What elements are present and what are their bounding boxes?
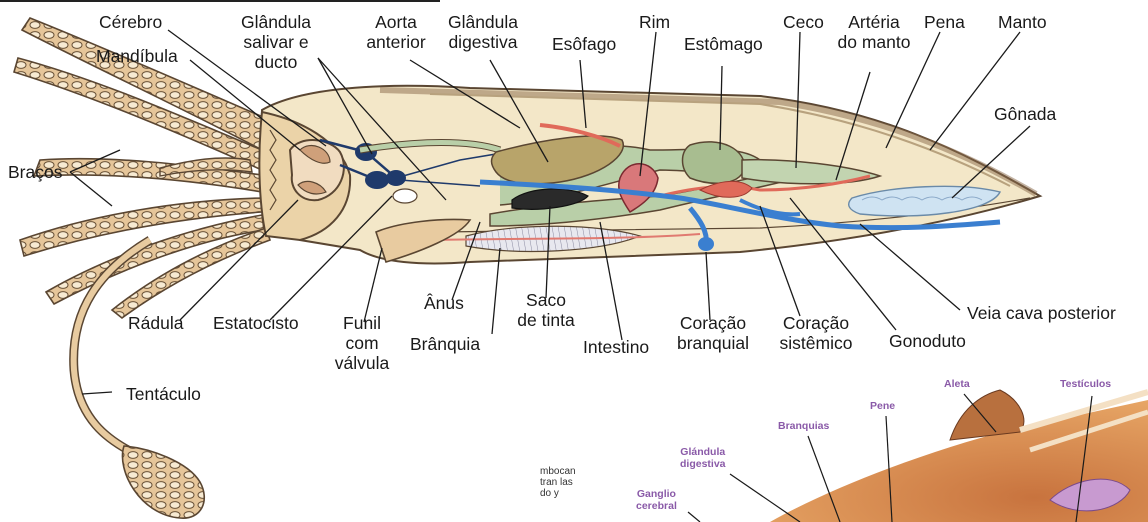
label-glandula-salivar: Glândula salivar e ducto [226,12,326,72]
label-saco-tinta: Saco de tinta [508,290,584,330]
label-manto: Manto [998,12,1047,32]
label-gonoduto: Gonoduto [889,331,966,351]
label-cerebro: Cérebro [99,12,162,32]
inset-text-fragment: mbocan tran las do y [540,466,576,499]
label-estatocisto: Estatocisto [213,313,299,333]
inset-label-ganglio-cerebral: Ganglio cerebral [636,488,677,512]
inset-illustration [688,390,1148,522]
label-funil: Funil com válvula [322,313,402,373]
label-esofago: Esôfago [552,34,616,54]
label-estomago: Estômago [684,34,763,54]
inset-label-testiculos: Testículos [1060,378,1111,390]
inset-label-branquias: Branquias [778,420,829,432]
label-tentaculo: Tentáculo [126,384,201,404]
label-ceco: Ceco [783,12,824,32]
label-mandibula: Mandíbula [96,46,178,66]
label-bracos: Braços [8,162,62,182]
label-glandula-digestiva: Glândula digestiva [438,12,528,52]
label-radula: Rádula [128,313,183,333]
label-intestino: Intestino [583,337,649,357]
label-coracao-sistemico: Coração sistêmico [768,313,864,353]
label-aorta-anterior: Aorta anterior [356,12,436,52]
inset-label-glandula-digestiva: Glándula digestiva [680,446,726,470]
label-pena: Pena [924,12,965,32]
label-rim: Rim [639,12,670,32]
inset-label-pene: Pene [870,400,895,412]
label-arteria-manto: Artéria do manto [834,12,914,52]
label-veia-cava-posterior: Veia cava posterior [967,303,1116,323]
statocyst [393,189,417,203]
label-gonada: Gônada [994,104,1056,124]
label-coracao-branquial: Coração branquial [668,313,758,353]
label-anus: Ânus [424,293,464,313]
label-branquia: Brânquia [410,334,480,354]
inset-label-aleta: Aleta [944,378,970,390]
